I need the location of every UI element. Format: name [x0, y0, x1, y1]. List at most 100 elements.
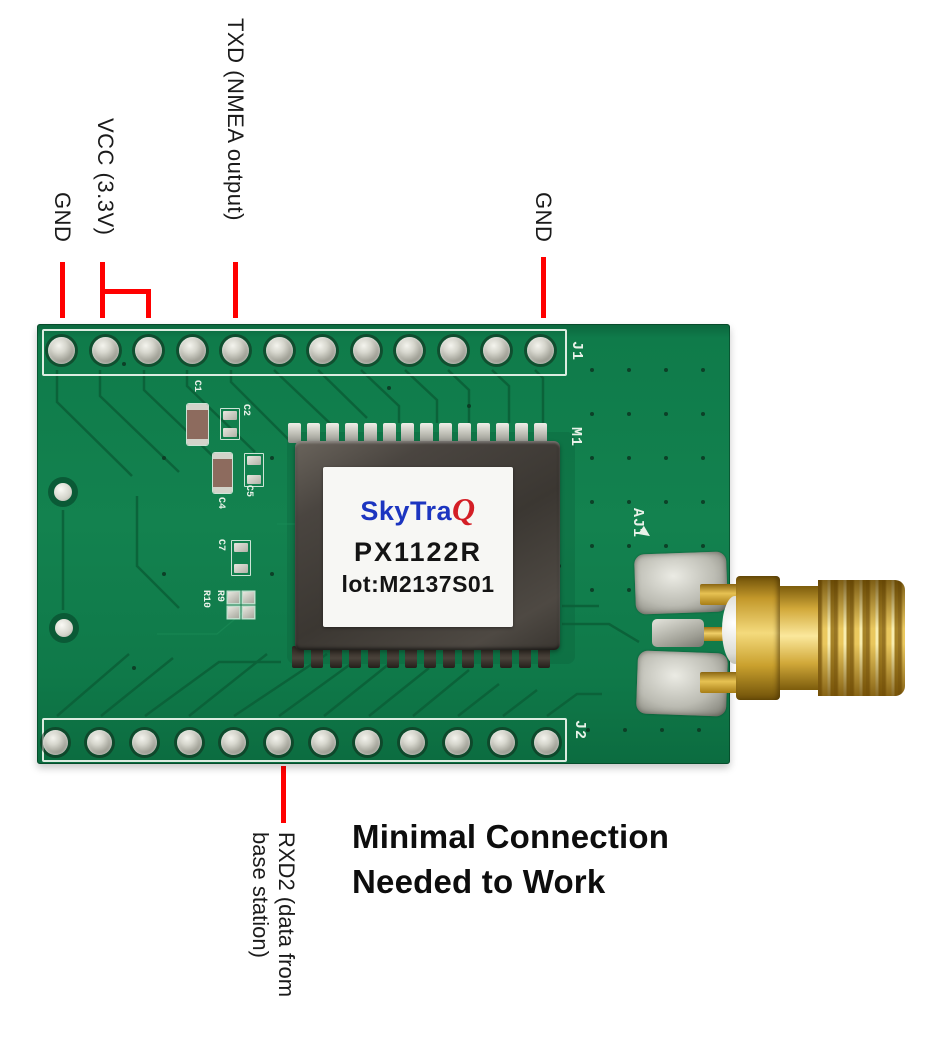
module-pad — [401, 423, 415, 443]
label-txd: TXD (NMEA output) — [223, 18, 248, 221]
sma-pin-solder-clip — [652, 619, 704, 647]
j1-pin — [222, 336, 249, 364]
via-dot — [664, 500, 668, 504]
module-pad — [514, 423, 528, 443]
via-dot — [660, 728, 664, 732]
via-dot — [701, 500, 705, 504]
capacitor-c4 — [213, 453, 232, 493]
j2-pin-row — [37, 324, 730, 764]
module-lot-text: lot:M2137S01 — [341, 571, 495, 597]
capacitor-c5 — [244, 453, 264, 487]
skytraq-logo: SkyTraQ — [323, 491, 513, 528]
via-dot — [664, 544, 668, 548]
module-pad — [310, 646, 323, 668]
module-pad — [443, 646, 456, 668]
sma-connector-body — [780, 586, 818, 690]
ref-c2: C2 — [240, 404, 251, 417]
label-rxd2: RXD2 (data from base station) — [247, 832, 299, 997]
via-dot — [664, 456, 668, 460]
ref-c1: C1 — [191, 380, 202, 393]
j2-pin — [131, 729, 157, 755]
module-pad — [367, 646, 380, 668]
via-dot — [586, 728, 590, 732]
j2-pin — [266, 729, 291, 755]
ref-c7: C7 — [215, 539, 226, 552]
via-dot — [162, 456, 166, 460]
module-pad — [344, 423, 358, 443]
via-dot — [162, 572, 166, 576]
silkscreen-ref-j2: J2 — [571, 720, 588, 741]
pcb-board: J1 J2 SkyTraQ PX1122R lot:M2137S01 M1 AJ… — [37, 324, 730, 764]
label-gnd-right: GND — [531, 192, 556, 243]
module-pad — [481, 646, 493, 668]
label-vcc: VCC (3.3V) — [93, 118, 118, 236]
sma-threaded-coupling — [818, 580, 905, 696]
caption: Minimal Connection Needed to Work — [352, 814, 669, 904]
capacitor-c1 — [187, 404, 208, 445]
module-pad — [439, 423, 453, 443]
module-pad — [325, 423, 339, 443]
via-dot — [132, 666, 136, 670]
module-pad — [518, 646, 531, 668]
j1-pin — [483, 336, 510, 364]
via-dot — [697, 728, 701, 732]
via-dot — [623, 728, 627, 732]
annotation-line-gnd-right — [541, 257, 546, 318]
j1-pin — [91, 336, 119, 364]
j1-pin — [178, 336, 206, 364]
via-dot — [701, 544, 705, 548]
j1-pin — [309, 336, 336, 364]
via-dot — [270, 456, 274, 460]
via-dot — [627, 368, 631, 372]
module-pad — [306, 423, 320, 443]
mounting-hole-bottom — [49, 613, 79, 643]
j1-pin-row — [37, 324, 730, 384]
j1-pin — [265, 336, 293, 364]
module-pad — [458, 423, 472, 443]
module-label: SkyTraQ PX1122R lot:M2137S01 — [323, 467, 513, 627]
module-pad — [363, 423, 377, 443]
mounting-hole-top — [48, 477, 78, 507]
via-dot — [627, 500, 631, 504]
caption-line1: Minimal Connection — [352, 818, 670, 855]
capacitor-c7 — [231, 540, 251, 576]
j2-pin — [355, 729, 381, 755]
module-top-pads — [37, 324, 730, 464]
via-dot — [122, 362, 126, 366]
sma-solder-blob-top — [633, 551, 729, 615]
ref-r9: R9 — [214, 590, 225, 603]
sma-leg-bottom — [700, 672, 744, 693]
j2-pin — [444, 729, 470, 755]
label-rxd2-line1: RXD2 (data from — [274, 832, 299, 998]
j1-pin — [135, 336, 162, 364]
via-dot — [590, 500, 594, 504]
via-dot — [467, 404, 471, 408]
via-dot — [664, 368, 668, 372]
via-dot — [627, 456, 631, 460]
via-dot — [664, 412, 668, 416]
via-dot — [627, 412, 631, 416]
j1-silkscreen-box — [42, 329, 567, 376]
via-dot — [627, 588, 631, 592]
via-dot — [590, 368, 594, 372]
annotation-line-gnd-left — [60, 262, 65, 318]
module-pad — [537, 646, 550, 668]
module-pad — [424, 646, 437, 668]
caption-line2: Needed to Work — [352, 863, 606, 900]
via-dot — [590, 412, 594, 416]
j2-pin — [42, 729, 68, 755]
via-dot — [627, 544, 631, 548]
module-pad — [329, 646, 342, 668]
j2-pin — [176, 729, 202, 755]
silkscreen-ref-m1: M1 — [567, 427, 584, 448]
annotation-line-rxd2 — [281, 766, 286, 823]
resistors-r9-r10 — [228, 592, 254, 618]
j2-pin — [310, 729, 336, 755]
via-dot — [387, 386, 391, 390]
via-dot — [270, 572, 274, 576]
via-dot — [590, 456, 594, 460]
annotation-line-vcc-branch-v — [146, 289, 151, 318]
via-dot — [590, 588, 594, 592]
via-dot — [590, 544, 594, 548]
j2-pin — [221, 729, 247, 755]
